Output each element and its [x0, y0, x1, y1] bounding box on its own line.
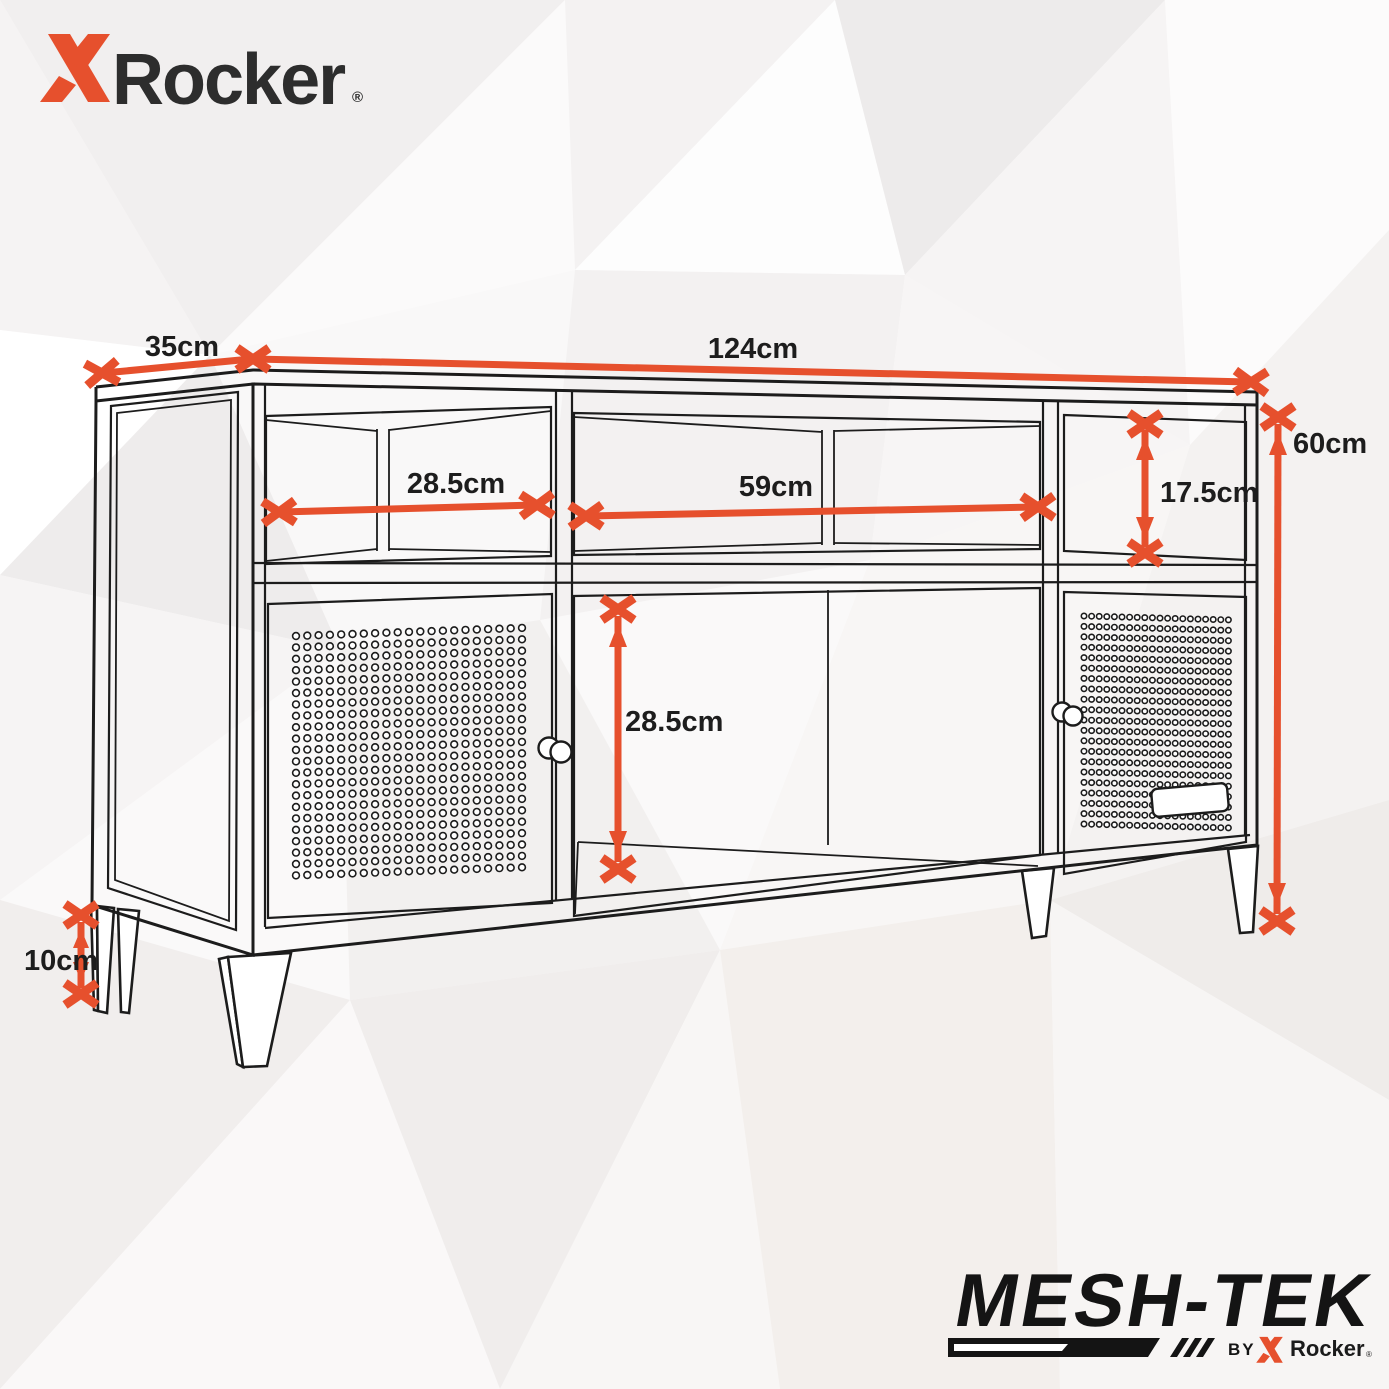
dimension-width-label: 124cm [708, 333, 798, 365]
center-cavity [572, 586, 1042, 918]
right-shelf-bay [1062, 413, 1248, 562]
cavity-floor-back-edge [577, 841, 1039, 867]
dimension-depth-label: 35cm [145, 331, 219, 363]
right-mesh-door [1062, 590, 1248, 876]
dimension-left-shelf-label: 28.5cm [407, 468, 505, 500]
x-rocker-wordmark: Rocker [112, 40, 345, 120]
mesh-tek-stripe [1183, 1338, 1202, 1357]
dimension-leg-label: 10cm [24, 945, 98, 977]
left-side-front-leg [116, 907, 141, 1015]
dimension-annotations: 35cm 124cm 60cm 28.5cm 59cm 17.5cm [24, 331, 1367, 1005]
cabinet-top-edge [95, 368, 1258, 394]
cavity-floor-left-edge [574, 841, 579, 915]
dimension-center-shelf-label: 59cm [739, 471, 813, 503]
bottom-inner-edge [264, 833, 1251, 930]
rear-left-leg-front-face [95, 904, 116, 1015]
x-rocker-logo: Rocker ® [40, 34, 363, 120]
footer-registered: ® [1366, 1350, 1372, 1359]
front-face [251, 382, 1259, 957]
shelf-front-edge [252, 561, 1258, 567]
mesh-tek-stripe [1196, 1338, 1215, 1357]
left-door-knob [549, 740, 573, 764]
left-mesh-door [266, 592, 554, 920]
cabinet-drawing [90, 368, 1259, 958]
mesh-tek-stripe [1170, 1338, 1189, 1357]
footer-rocker-wordmark: Rocker [1290, 1336, 1365, 1361]
left-shelf-bay [264, 405, 553, 566]
mesh-tek-logo: MESH-TEK BY Rocker ® [948, 1260, 1379, 1363]
dimension-height-label: 60cm [1293, 428, 1367, 460]
mesh-tek-bar-slit [954, 1344, 1068, 1351]
dimension-cavity-label: 28.5cm [625, 706, 723, 738]
left-door-mesh [291, 623, 527, 880]
shelf-under-edge [252, 580, 1258, 585]
left-side-panel-frame [106, 390, 240, 932]
dimension-right-shelf-label: 17.5cm [1160, 477, 1258, 509]
left-side-panel-inner-frame [114, 398, 232, 923]
mesh-tek-wordmark: MESH-TEK [949, 1260, 1379, 1343]
by-label: BY [1228, 1340, 1256, 1359]
right-door-knob [1062, 705, 1084, 727]
right-door-label-plate [1150, 782, 1230, 818]
x-rocker-registered: ® [352, 89, 363, 106]
